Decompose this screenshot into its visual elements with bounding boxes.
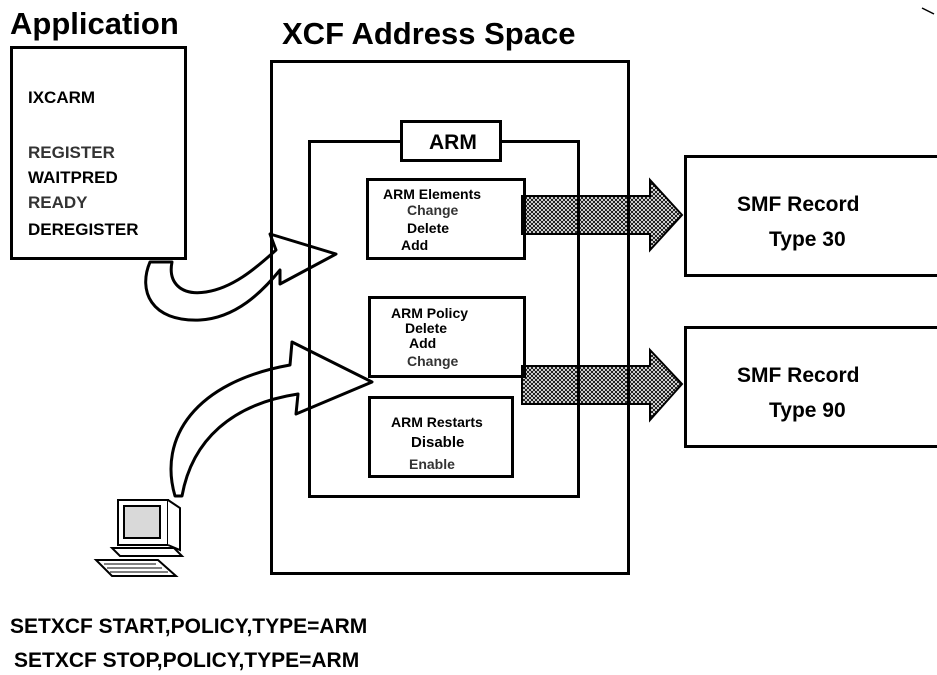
application-box: IXCARM REGISTER WAITPRED READY DEREGISTE…	[10, 46, 187, 260]
arm-policy-box: ARM Policy Delete Add Change	[368, 296, 526, 378]
smf-record-30-line1: SMF Record	[737, 193, 860, 216]
terminal-to-arm-policy-arrow	[169, 340, 374, 498]
arm-restarts-item-enable: Enable	[409, 456, 455, 472]
xcf-address-space-box	[270, 60, 630, 575]
arm-restarts-title: ARM Restarts	[391, 414, 483, 430]
application-item-ixcarm: IXCARM	[28, 88, 96, 107]
smf-record-30-box: SMF Record Type 30	[684, 155, 937, 277]
arm-label-box: ARM	[400, 120, 502, 162]
arm-elements-item-change: Change	[407, 202, 459, 218]
arm-elements-title: ARM Elements	[383, 186, 482, 202]
arm-elements-item-add: Add	[401, 237, 429, 253]
arm-restarts-box: ARM Restarts Disable Enable	[368, 396, 514, 478]
arm-label: ARM	[429, 131, 477, 154]
smf-record-90-line2: Type 90	[769, 399, 846, 422]
smf-record-90-line1: SMF Record	[737, 364, 860, 387]
arm-restarts-item-disable: Disable	[411, 434, 465, 451]
arm-elements-item-delete: Delete	[407, 220, 450, 236]
corner-mark	[921, 7, 935, 15]
application-item-waitpred: WAITPRED	[28, 168, 118, 187]
command-start: SETXCF START,POLICY,TYPE=ARM	[10, 615, 368, 638]
command-stop: SETXCF STOP,POLICY,TYPE=ARM	[14, 649, 360, 672]
computer-terminal-icon	[93, 499, 185, 577]
arm-elements-box: ARM Elements Change Delete Add	[366, 178, 526, 260]
smf-record-30-line2: Type 30	[769, 228, 846, 251]
arm-elements-to-smf30-connector	[521, 177, 684, 253]
application-item-deregister: DEREGISTER	[28, 220, 139, 239]
arm-policy-item-add: Add	[409, 335, 437, 351]
xcf-title: XCF Address Space	[282, 16, 576, 51]
arm-policy-item-delete: Delete	[405, 320, 448, 336]
application-title: Application	[10, 6, 179, 41]
arm-policy-to-smf90-connector	[521, 347, 684, 423]
arm-policy-item-change: Change	[407, 353, 459, 369]
arm-policy-title: ARM Policy	[391, 305, 469, 321]
smf-record-90-box: SMF Record Type 90	[684, 326, 937, 448]
application-to-arm-elements-arrow	[144, 232, 338, 322]
application-item-register: REGISTER	[28, 143, 115, 162]
application-item-ready: READY	[28, 193, 88, 212]
